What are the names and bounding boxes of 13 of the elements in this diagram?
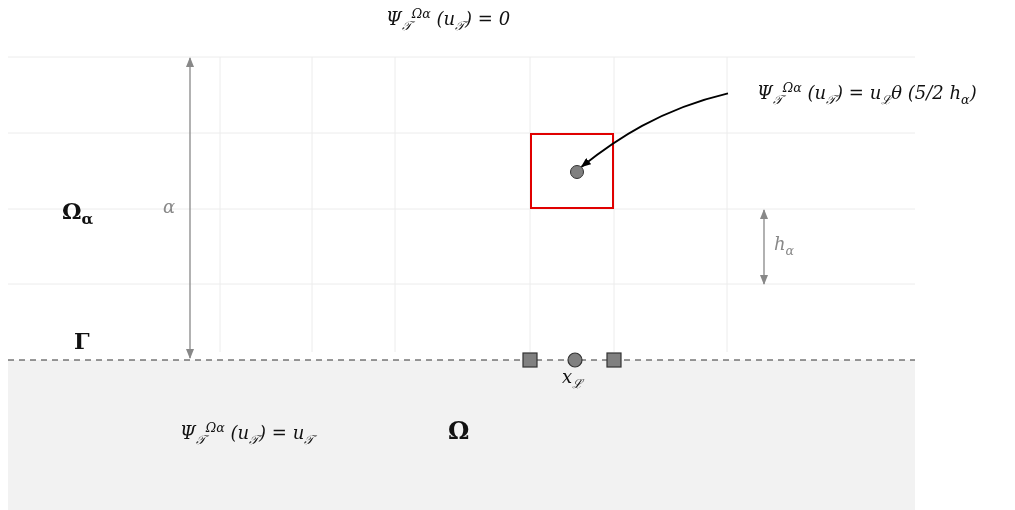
region-label: Ω$_{α}$	[62, 198, 94, 229]
highlight-box	[530, 133, 614, 209]
dimension-label: h$_{α}$	[774, 233, 795, 258]
region-band	[8, 360, 915, 510]
region-label: Ω	[448, 417, 470, 446]
point-marker	[570, 165, 584, 179]
dimension-label: α	[163, 196, 176, 218]
formula-label: Ψ$_{𝒯}$$^{Ωα}$ (u$_{𝒯}$) = u$_{𝒯}$	[180, 420, 315, 447]
formula-label: Ψ$_{𝒯}$$^{Ωα}$ (u$_{𝒯}$) = u$_{ℒ}$θ (5/2 h$_{α}$)	[757, 80, 977, 107]
leader-arrow	[580, 92, 729, 168]
formula-label: Ψ$_{𝒯}$$^{Ωα}$ (u$_{𝒯}$) = 0	[386, 6, 511, 33]
point-label: x$_{ℒ}$	[562, 366, 583, 391]
boundary-label: Γ	[74, 328, 90, 355]
